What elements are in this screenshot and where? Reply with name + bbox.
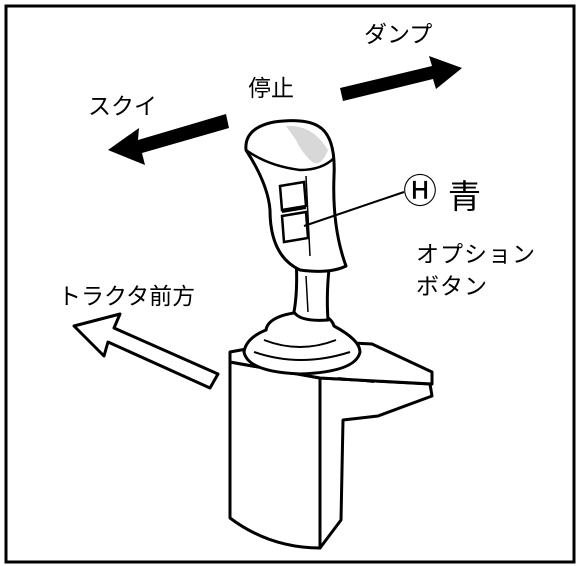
button-divider xyxy=(281,207,307,213)
h-marker-label: Ⓗ xyxy=(403,172,437,212)
scoop-arrow xyxy=(108,114,229,165)
stem-highlight xyxy=(305,275,309,313)
base-top-detail xyxy=(337,377,375,383)
option-button-top xyxy=(278,180,308,212)
tractor-forward-arrow xyxy=(72,312,220,390)
stop-label: 停止 xyxy=(248,76,294,102)
boot-ring xyxy=(263,339,337,348)
base-front-face xyxy=(228,360,322,550)
boot-ring-2 xyxy=(253,351,351,361)
option-button-bottom xyxy=(280,210,310,244)
option-label-line2: ボタン xyxy=(416,274,488,300)
dump-arrow xyxy=(340,56,462,101)
grip-top xyxy=(245,148,335,172)
grip-top-shade xyxy=(286,125,328,164)
blue-label: 青 xyxy=(448,177,481,216)
scoop-label: スクイ xyxy=(88,94,157,120)
option-label-line1: オプション xyxy=(416,242,536,268)
dump-label: ダンプ xyxy=(364,22,433,48)
base-right-face xyxy=(318,376,434,550)
grip-side-line xyxy=(305,175,311,257)
tractor-forward-label: トラクタ前方 xyxy=(58,284,196,310)
lever-stem xyxy=(292,256,332,322)
leader-line xyxy=(303,191,405,227)
